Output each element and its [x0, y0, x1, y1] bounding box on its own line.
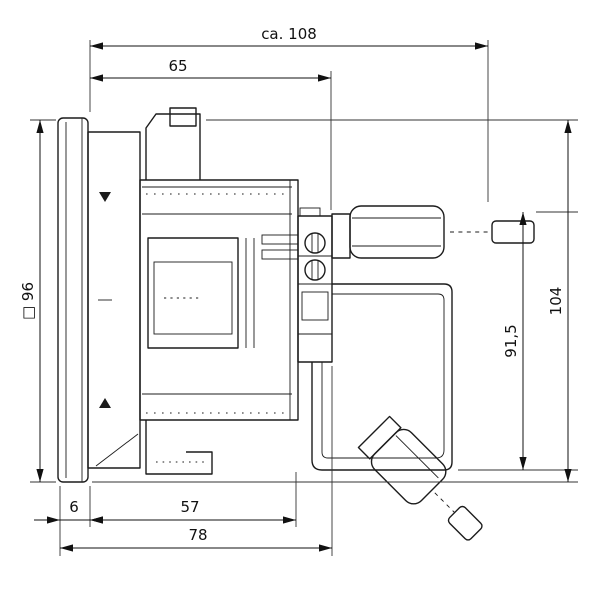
- label-recess: [147, 237, 239, 349]
- angled-plug-collar: [357, 415, 402, 460]
- mounting-clip-bottom: [145, 420, 213, 475]
- mounting-clip-top-cap: [169, 107, 197, 127]
- cable: [491, 220, 535, 244]
- angled-plug-ribs: [434, 492, 455, 513]
- dim-label-total-depth: ca. 108: [261, 25, 317, 43]
- mounting-bracket-outer: [311, 283, 453, 471]
- front-bezel: [57, 117, 89, 483]
- angled-plug-group: [357, 415, 483, 541]
- case-rear-body: [139, 179, 299, 421]
- clamp-tip-top: [99, 192, 111, 202]
- terminal-screw-1: [304, 232, 326, 254]
- angled-plug-cable: [447, 505, 483, 541]
- terminal-block-top-tab: [299, 207, 321, 217]
- terminal-block: [297, 215, 333, 363]
- plug-collar: [331, 213, 351, 259]
- angled-plug-body: [370, 428, 447, 505]
- dim-label-height-104: 104: [547, 287, 565, 316]
- dim-label-depth-65: 65: [168, 57, 187, 75]
- terminal-screw-2: [304, 259, 326, 281]
- case-front-section: [87, 131, 141, 469]
- terminal-tab-2: [261, 249, 299, 260]
- dimension-group: ca. 108 65 □ 96 91,5 104 6 57 78: [19, 25, 578, 556]
- device-outline-group: [57, 107, 535, 541]
- dim-label-bezel-6: 6: [69, 498, 79, 516]
- label-recess-inner: [153, 261, 233, 335]
- plug-body: [349, 205, 445, 259]
- mounting-bracket-inner: [321, 293, 445, 459]
- dim-label-depth-57: 57: [180, 498, 199, 516]
- dim-label-front-square: □ 96: [19, 282, 37, 320]
- clamp-tip-bottom: [99, 398, 111, 408]
- angled-plug-line: [395, 435, 439, 479]
- dim-label-depth-78: 78: [188, 526, 207, 544]
- mounting-clip-top: [145, 113, 201, 180]
- terminal-lower-cell: [301, 291, 329, 321]
- case-bottom-chamfer: [95, 433, 139, 467]
- dim-label-height-915: 91,5: [502, 324, 520, 357]
- terminal-tab-1: [261, 234, 299, 245]
